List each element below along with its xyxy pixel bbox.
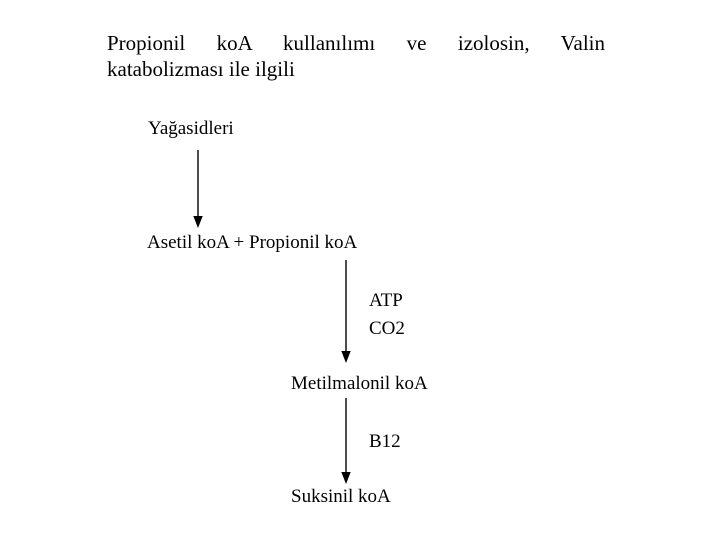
edge-label-atp: ATP xyxy=(369,290,403,311)
arrow-down-icon-yagasidleri-to-asetil xyxy=(191,150,205,230)
page-title-line-2: katabolizması ile ilgili xyxy=(107,57,295,81)
edge-label-co2: CO2 xyxy=(369,318,405,339)
diagram-node-metilmalonil-koa: Metilmalonil koA xyxy=(291,373,428,394)
arrow-down-icon-metilmalonil-to-suksinil xyxy=(339,398,353,486)
diagram-node-suksinil-koa: Suksinil koA xyxy=(291,486,391,507)
diagram-node-yagasidleri: Yağasidleri xyxy=(148,118,234,139)
edge-label-b12: B12 xyxy=(369,431,401,452)
diagram-node-asetil-propionil-koa: Asetil koA + Propionil koA xyxy=(147,232,358,253)
page-title: Propionil koA kullanılımı ve izolosin, V… xyxy=(107,30,605,82)
arrow-down-icon-asetil-to-metilmalonil xyxy=(339,260,353,365)
page-title-line-1: Propionil koA kullanılımı ve izolosin, V… xyxy=(107,31,605,55)
